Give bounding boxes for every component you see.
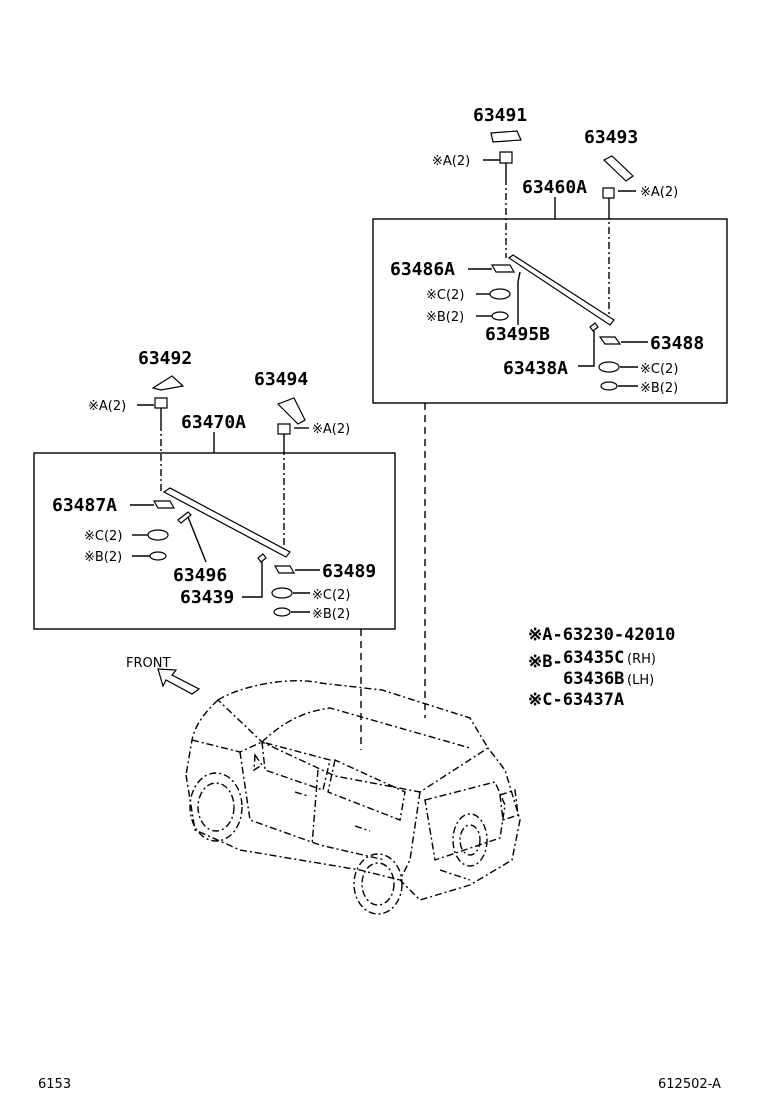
clip-b-icon bbox=[149, 551, 167, 561]
clip-63438a-icon bbox=[589, 322, 599, 332]
rh-rail-box bbox=[372, 218, 728, 404]
label-63493: 63493 bbox=[584, 127, 638, 148]
callout-a-63491: ※A(2) bbox=[432, 154, 470, 169]
legend-b-lh-side: (LH) bbox=[627, 673, 654, 688]
clip-c-icon bbox=[598, 361, 620, 373]
clip-b-icon bbox=[491, 311, 509, 321]
callout-c-rh-2: ※C(2) bbox=[640, 362, 678, 377]
clip-63496-icon bbox=[177, 511, 192, 524]
label-63438a: 63438A bbox=[503, 358, 568, 379]
callout-a-63492: ※A(2) bbox=[88, 399, 126, 414]
clip-c-icon bbox=[271, 587, 293, 599]
cap-63492-icon bbox=[151, 375, 185, 391]
pad-63486a-icon bbox=[490, 264, 516, 273]
bolt-icon bbox=[154, 397, 168, 409]
label-63439: 63439 bbox=[180, 587, 234, 608]
vehicle-outline bbox=[185, 680, 521, 915]
callout-b-rh-2: ※B(2) bbox=[640, 381, 678, 396]
label-63488: 63488 bbox=[650, 333, 704, 354]
clip-63439-icon bbox=[257, 553, 267, 563]
cap-63493-icon bbox=[602, 155, 634, 182]
callout-a-63494: ※A(2) bbox=[312, 422, 350, 437]
legend-b-lh: 63436B bbox=[563, 669, 624, 689]
cap-63491-icon bbox=[490, 130, 522, 143]
label-63492: 63492 bbox=[138, 348, 192, 369]
label-63460a: 63460A bbox=[522, 177, 587, 198]
legend-a: ※A-63230-42010 bbox=[528, 625, 675, 645]
legend-c: ※C-63437A bbox=[528, 690, 624, 710]
roof-rail-lh-icon bbox=[162, 487, 291, 558]
label-63495b: 63495B bbox=[485, 324, 550, 345]
label-63496: 63496 bbox=[173, 565, 227, 586]
callout-c-lh: ※C(2) bbox=[84, 529, 122, 544]
bolt-icon bbox=[277, 423, 291, 435]
pad-63488-icon bbox=[598, 336, 622, 345]
callout-a-63493: ※A(2) bbox=[640, 185, 678, 200]
callout-c-lh-2: ※C(2) bbox=[312, 588, 350, 603]
pad-63487a-icon bbox=[152, 500, 176, 509]
front-arrow-icon bbox=[157, 668, 201, 695]
label-63489: 63489 bbox=[322, 561, 376, 582]
clip-c-icon bbox=[489, 288, 511, 300]
callout-b-rh: ※B(2) bbox=[426, 310, 464, 325]
legend-b-prefix: ※B- bbox=[528, 652, 563, 672]
label-63494: 63494 bbox=[254, 369, 308, 390]
footer-right-code: 612502-A bbox=[658, 1077, 721, 1092]
clip-c-icon bbox=[147, 529, 169, 541]
clip-b-icon bbox=[600, 381, 618, 391]
callout-b-lh: ※B(2) bbox=[84, 550, 122, 565]
legend-b-rh: 63435C bbox=[563, 648, 624, 668]
callout-c-rh: ※C(2) bbox=[426, 288, 464, 303]
legend-b-rh-side: (RH) bbox=[627, 652, 656, 667]
bolt-icon bbox=[602, 187, 615, 199]
label-63491: 63491 bbox=[473, 105, 527, 126]
footer-left-code: 6153 bbox=[38, 1077, 71, 1092]
label-63470a: 63470A bbox=[181, 412, 246, 433]
clip-b-icon bbox=[273, 607, 291, 617]
cap-63494-icon bbox=[276, 397, 306, 425]
front-label: FRONT bbox=[126, 656, 170, 671]
roof-rail-rh-icon bbox=[507, 254, 615, 326]
bolt-icon bbox=[499, 151, 513, 164]
label-63486a: 63486A bbox=[390, 259, 455, 280]
pad-63489-icon bbox=[273, 565, 296, 574]
callout-b-lh-2: ※B(2) bbox=[312, 607, 350, 622]
label-63487a: 63487A bbox=[52, 495, 117, 516]
